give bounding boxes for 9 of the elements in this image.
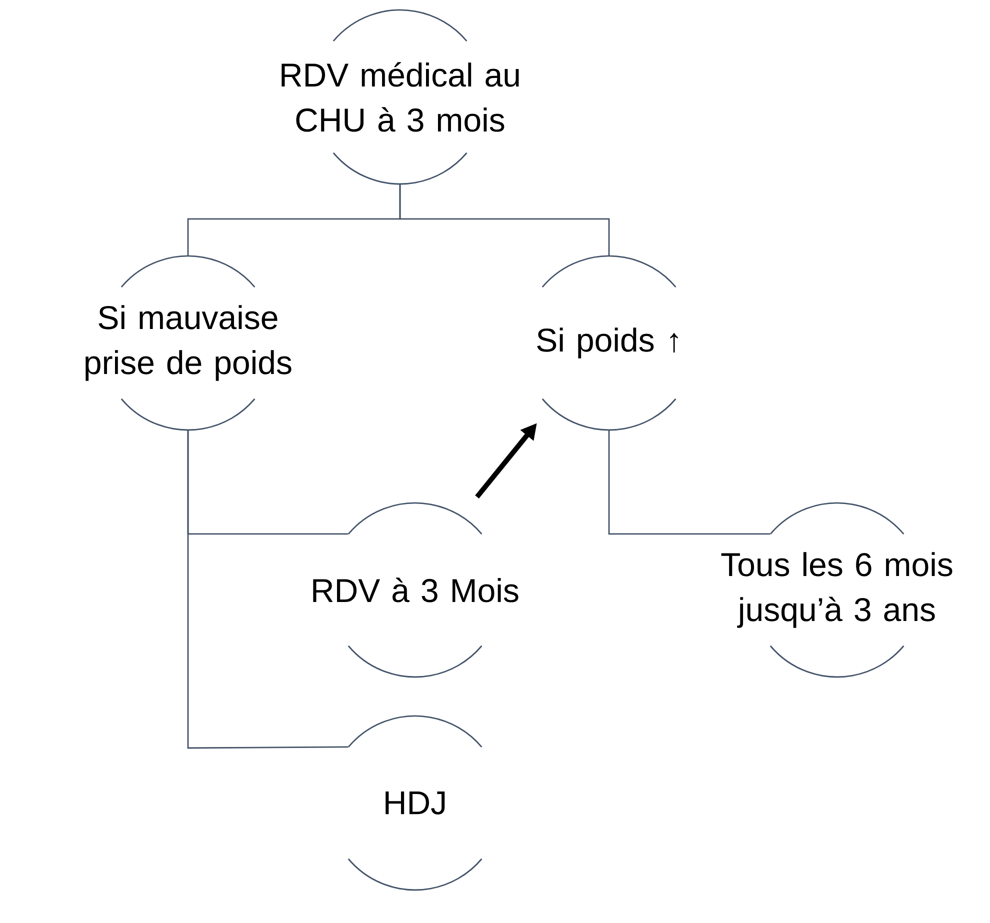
circle-node: Si mauvaise prise de poids (86, 255, 292, 431)
circle-node: HDJ (348, 715, 482, 891)
circle-node: RDV à 3 Mois (313, 502, 518, 678)
circle-node: Si poids ↑ (537, 255, 678, 431)
circle-node: RDV médical au CHU à 3 mois (282, 9, 519, 185)
connector-line (608, 430, 770, 535)
connector-line (399, 184, 610, 256)
circle-node: Tous les 6 mois jusqu’à 3 ans (721, 502, 952, 678)
connector-line (187, 430, 348, 749)
